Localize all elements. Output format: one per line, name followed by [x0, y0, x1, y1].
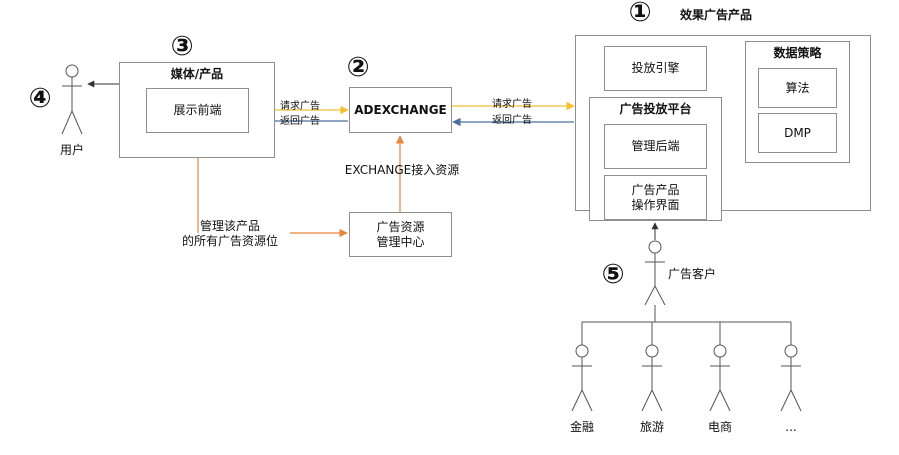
delivery-engine-box: [604, 46, 707, 91]
algorithm-label: 算法: [785, 80, 810, 95]
mgmt-backend-box: [604, 124, 707, 169]
return-ad-left-label: 返回广告: [280, 115, 320, 127]
delivery-platform-title: 广告投放平台: [619, 101, 692, 116]
adexchange-box: [349, 87, 452, 133]
ecommerce-label: 电商: [707, 419, 732, 434]
algorithm-box: [758, 68, 837, 108]
marker-5: ⑤: [601, 259, 625, 290]
request-ad-left-label: 请求广告: [280, 100, 320, 112]
marker-2: ②: [346, 52, 370, 83]
media-product-title: 媒体/产品: [170, 66, 224, 81]
frontend-label: 展示前端: [173, 103, 222, 117]
user-label: 用户: [59, 142, 84, 157]
exchange-access-label: EXCHANGE接入资源: [344, 162, 460, 177]
ad-resource-center-box: [349, 212, 452, 257]
frontend-box: [146, 88, 249, 133]
advertiser-tree: [581, 305, 792, 345]
travel-figure: [641, 344, 663, 412]
mgmt-backend-label: 管理后端: [631, 139, 680, 153]
return-ad-right-label: 返回广告: [492, 114, 532, 126]
data-strategy-title: 数据策略: [773, 45, 822, 60]
adexchange-label: ADEXCHANGE: [354, 102, 447, 117]
finance-figure: [571, 344, 593, 412]
more-figure: [780, 344, 802, 412]
manage-positions-label: 管理该产品 的所有广告资源位: [181, 219, 278, 248]
operation-ui-label: 广告产品 操作界面: [631, 182, 680, 212]
delivery-engine-label: 投放引擎: [631, 61, 680, 75]
dmp-box: [758, 113, 837, 153]
dmp-label: DMP: [784, 125, 811, 140]
user-figure: [61, 64, 83, 135]
finance-label: 金融: [569, 419, 594, 434]
advertiser-label: 广告客户: [668, 266, 717, 281]
request-ad-right-label: 请求广告: [492, 98, 532, 110]
marker-3: ③: [170, 31, 194, 62]
ecommerce-figure: [709, 344, 731, 412]
more-label: ...: [785, 419, 797, 434]
advertiser-figure: [644, 240, 666, 306]
marker-4: ④: [28, 83, 52, 114]
arrow-media-to-resource-center: [197, 158, 347, 233]
ad-resource-center-label: 广告资源 管理中心: [376, 219, 425, 249]
marker-1: ①: [628, 0, 652, 28]
travel-label: 旅游: [639, 419, 664, 434]
effect-ad-product-title: 效果广告产品: [680, 7, 753, 22]
operation-ui-box: [604, 175, 707, 220]
